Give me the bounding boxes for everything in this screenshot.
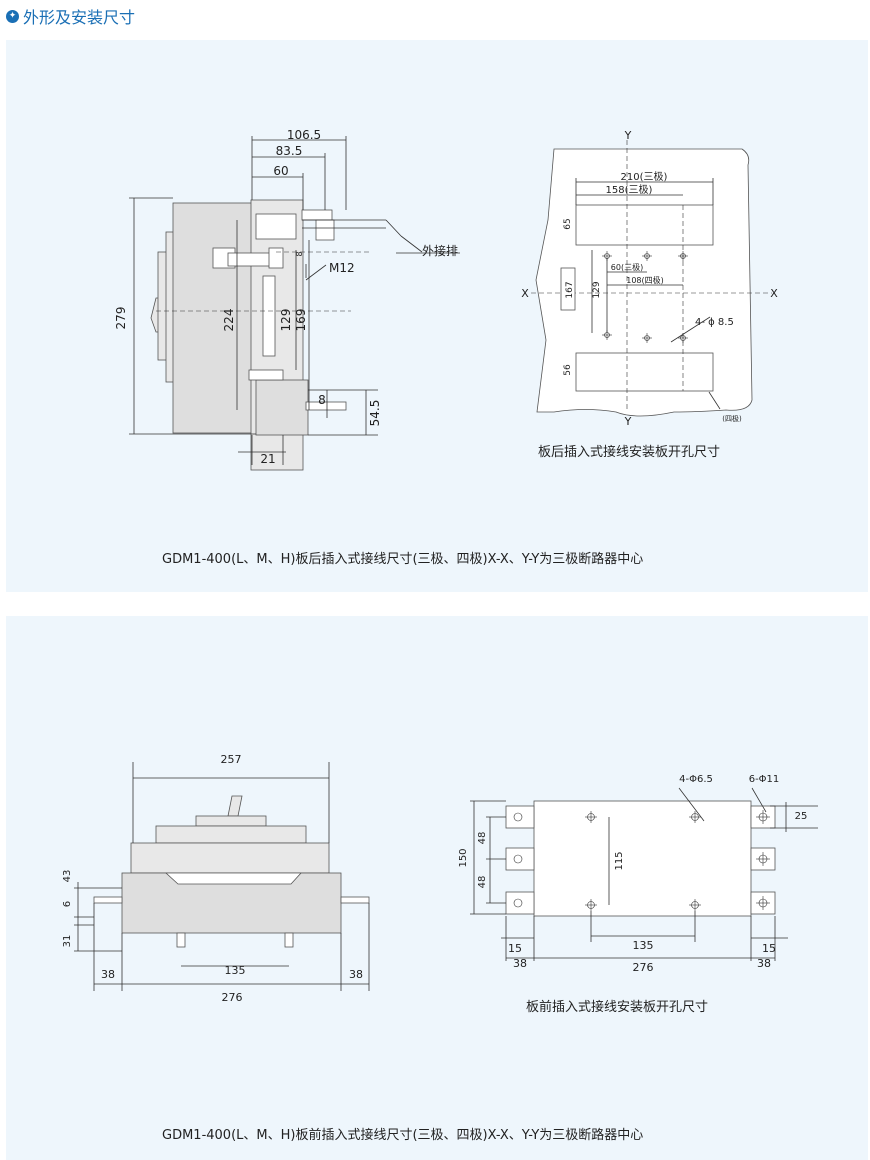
front-panel-drawing <box>470 787 818 961</box>
dim-8-small: 8 <box>295 251 304 256</box>
dim-54-5: 54.5 <box>368 400 382 427</box>
dim-38-panel-right: 38 <box>757 957 771 970</box>
top-panel: 106.5 83.5 60 279 224 129 169 8 8 54.5 2… <box>6 40 868 592</box>
side-view-drawing <box>129 136 460 471</box>
dim-169: 169 <box>294 309 308 332</box>
dim-48-bottom: 48 <box>477 876 488 889</box>
dim-129: 129 <box>279 309 293 332</box>
front-panel-caption: 板前插入式接线安装板开孔尺寸 <box>526 1000 709 1015</box>
cutout-upper <box>575 204 714 246</box>
dim-38-left: 38 <box>101 968 115 981</box>
dim-108: 108(四极) <box>626 275 664 285</box>
dim-158: 158(三极) <box>606 183 653 196</box>
dim-31: 31 <box>62 935 73 948</box>
dim-106-5: 106.5 <box>287 128 321 142</box>
dim-38-right: 38 <box>349 968 363 981</box>
holes-11: 6-Φ11 <box>749 774 780 785</box>
bottom-diagram: 257 43 6 31 135 38 38 276 <box>62 753 818 1004</box>
dim-60-panel: 60(三极) <box>611 262 643 272</box>
dim-224: 224 <box>222 309 236 332</box>
dim-279: 279 <box>114 307 128 330</box>
dim-129-panel: 129 <box>592 281 602 298</box>
dim-276-front: 276 <box>222 991 243 1004</box>
section-title: 外形及安装尺寸 <box>23 8 136 27</box>
section-header: ✦ 外形及安装尺寸 <box>6 4 135 28</box>
dim-56: 56 <box>563 364 573 376</box>
rear-panel-caption: 板后插入式接线安装板开孔尺寸 <box>538 445 721 460</box>
rear-panel-drawing <box>531 140 772 417</box>
dim-m12: M12 <box>329 261 355 275</box>
dim-60: 60 <box>273 164 288 178</box>
four-pole-label: (四极) <box>722 414 742 423</box>
dim-43: 43 <box>62 870 73 883</box>
dim-83-5: 83.5 <box>276 144 303 158</box>
dim-65: 65 <box>563 218 573 229</box>
dim-135-front: 135 <box>225 964 246 977</box>
dim-15-right: 15 <box>762 942 776 955</box>
dim-6: 6 <box>62 901 73 907</box>
bottom-caption: GDM1-400(L、M、H)板前插入式接线尺寸(三极、四极)X-X、Y-Y为三… <box>162 1128 644 1143</box>
top-caption: GDM1-400(L、M、H)板后插入式接线尺寸(三极、四极)X-X、Y-Y为三… <box>162 552 644 567</box>
front-handle <box>227 795 243 817</box>
dim-21: 21 <box>260 452 275 466</box>
axis-x-right: X <box>770 287 778 300</box>
axis-y-top: Y <box>624 129 632 142</box>
dim-210: 210(三极) <box>621 170 668 183</box>
front-view-drawing <box>74 762 370 991</box>
dim-25: 25 <box>795 811 808 822</box>
dim-15-left: 15 <box>508 942 522 955</box>
dim-115: 115 <box>614 851 625 870</box>
dim-150: 150 <box>458 848 469 867</box>
dim-48-top: 48 <box>477 832 488 845</box>
cutout-lower <box>575 352 714 392</box>
top-diagram: 106.5 83.5 60 279 224 129 169 8 8 54.5 2… <box>114 128 778 471</box>
holes-8-5: 4- ϕ 8.5 <box>695 317 734 328</box>
breaker-body <box>172 202 256 434</box>
axis-x-left: X <box>521 287 529 300</box>
dim-38-panel-left: 38 <box>513 957 527 970</box>
front-mounting-plate <box>533 800 752 917</box>
dim-8: 8 <box>318 393 326 407</box>
star-icon: ✦ <box>6 9 19 23</box>
dim-276-panel: 276 <box>633 961 654 974</box>
dim-135-panel: 135 <box>633 939 654 952</box>
axis-y-bottom: Y <box>624 415 632 428</box>
dim-167: 167 <box>565 281 575 298</box>
holes-6-5: 4-Φ6.5 <box>679 774 713 785</box>
dim-257: 257 <box>221 753 242 766</box>
busbar-label: 外接排 <box>422 243 458 258</box>
bottom-panel: 257 43 6 31 135 38 38 276 <box>6 616 868 1160</box>
